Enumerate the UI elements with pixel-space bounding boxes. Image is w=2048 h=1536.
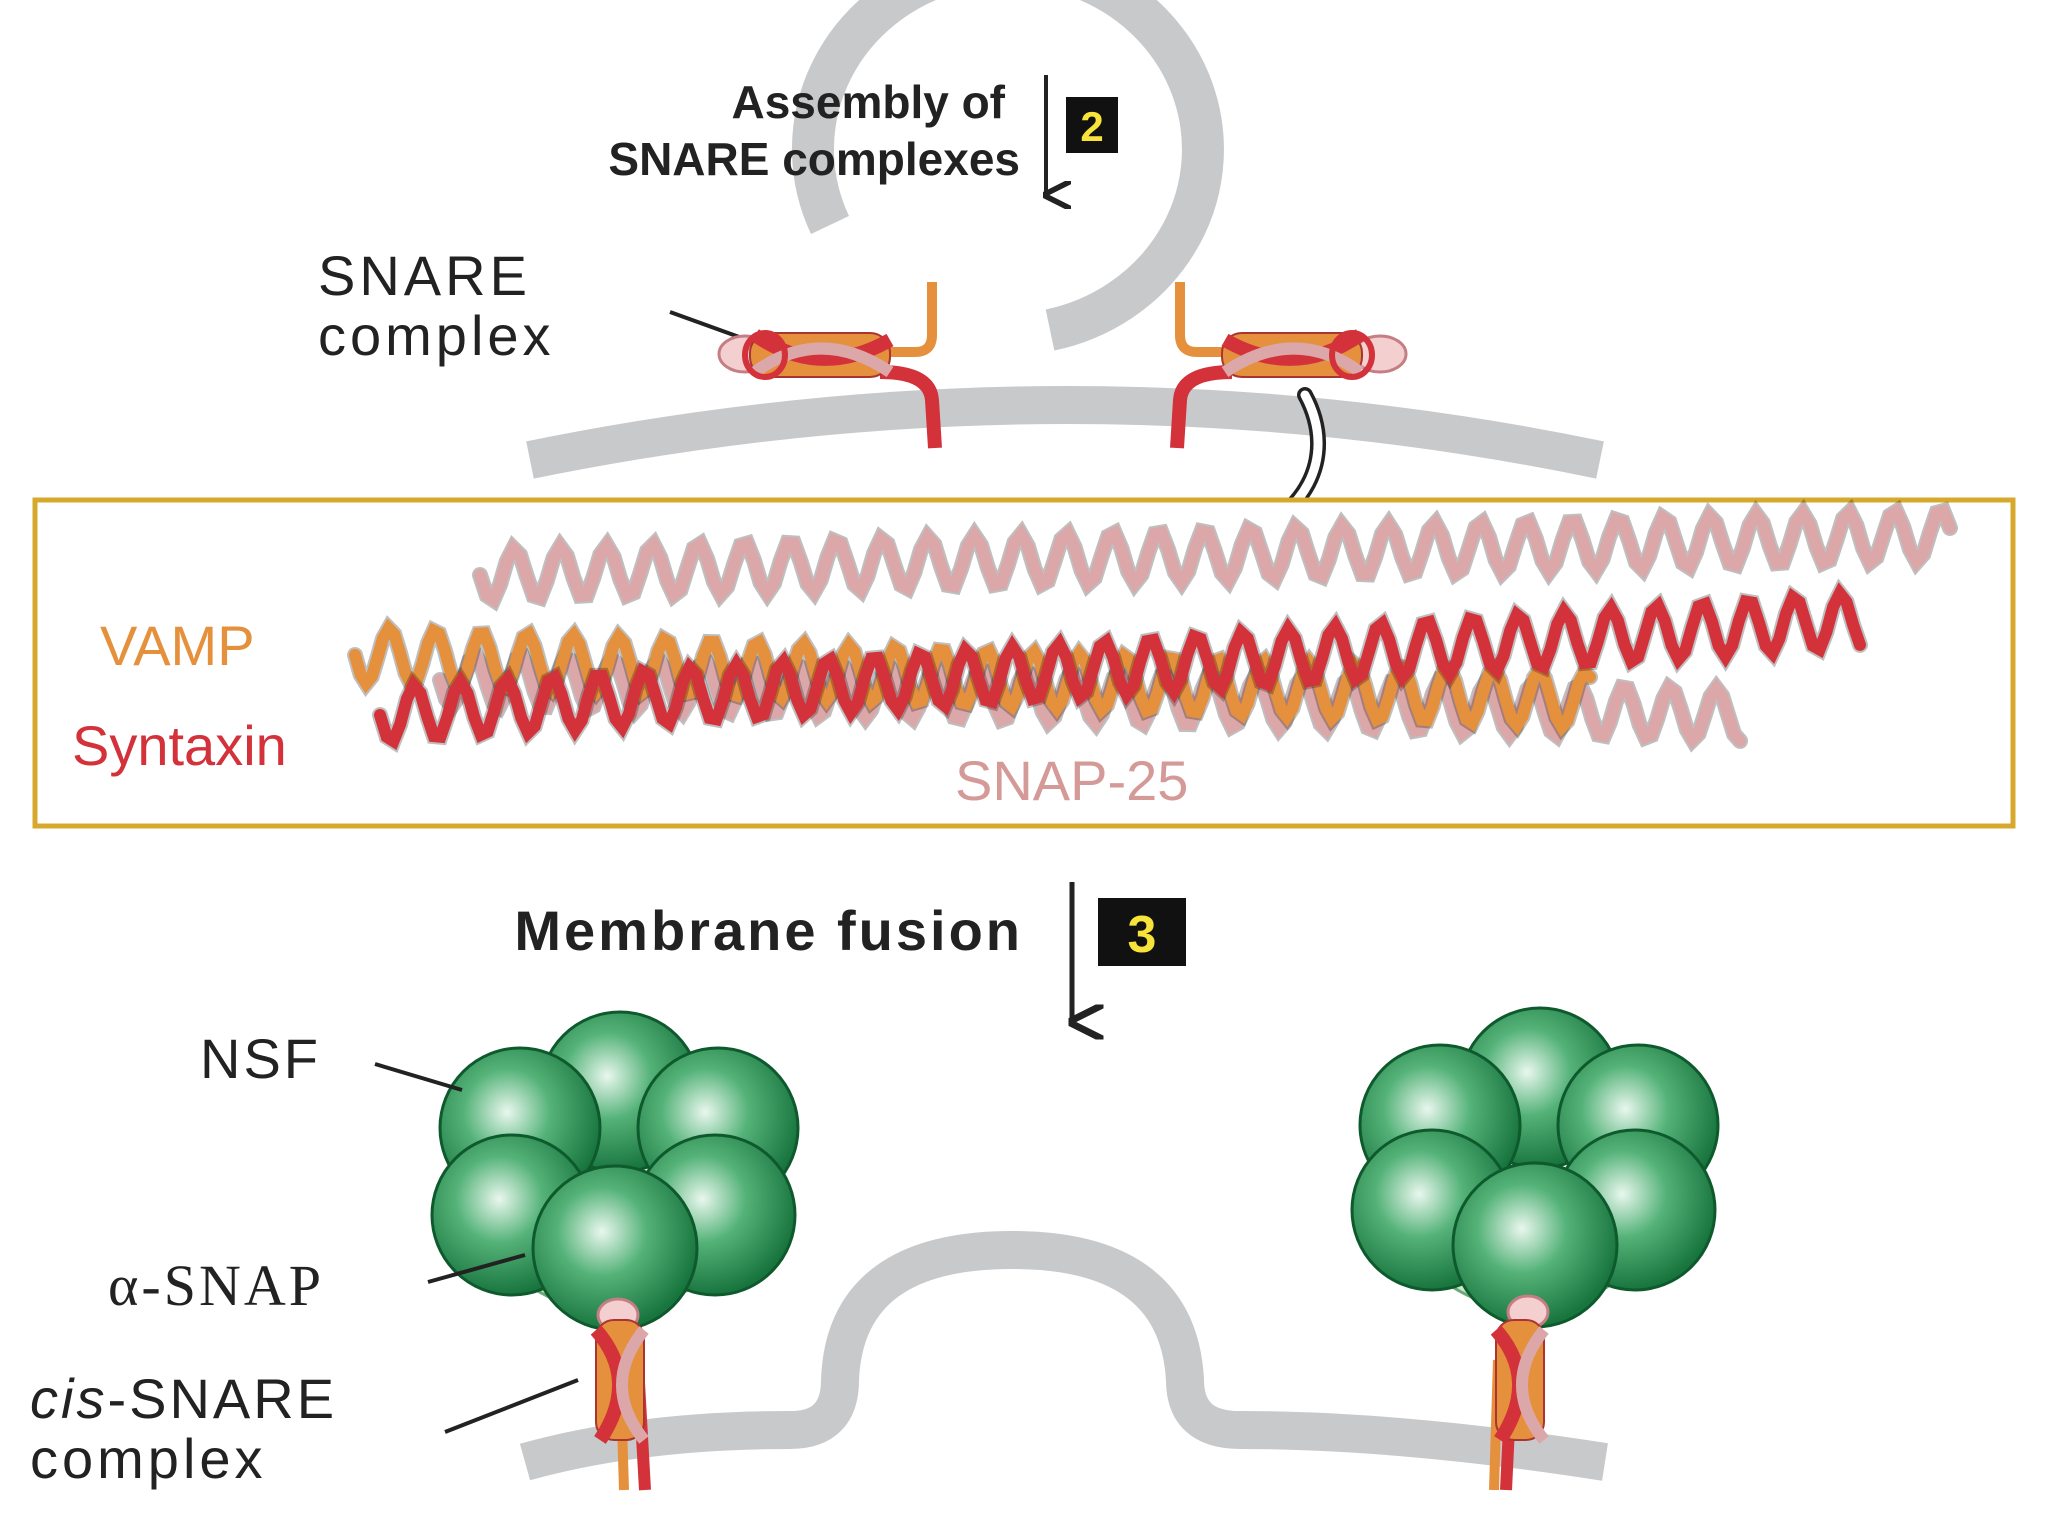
- snap25-label: SNAP-25: [955, 749, 1188, 812]
- step-2-title-line2: SNARE complexes: [608, 133, 1020, 185]
- alpha-snap-label: α-SNAP: [108, 1253, 324, 1318]
- right-nsf-complex: [1350, 1006, 1720, 1491]
- step-2-number: 2: [1080, 103, 1103, 150]
- cis-snare-leader: [444, 1378, 579, 1434]
- step-3-title: Membrane fusion: [514, 899, 1023, 962]
- snare-complex-line1: SNARE: [318, 244, 531, 307]
- right-snare-complex-icon: [1170, 282, 1408, 449]
- vesicle-membrane: [791, 0, 1224, 351]
- step-3-annotation: Membrane fusion 3: [514, 882, 1186, 1022]
- step-2-title-line1: Assembly of: [731, 76, 1005, 128]
- syntaxin-helix: [374, 582, 1866, 751]
- vamp-label: VAMP: [100, 614, 255, 677]
- step-2-annotation: Assembly of SNARE complexes 2: [608, 75, 1118, 195]
- cis-suffix: -SNARE: [107, 1367, 337, 1430]
- cis-snare-label: cis-SNARE: [30, 1367, 337, 1430]
- vamp-helix: [349, 618, 1596, 737]
- snare-structure-box: VAMP Syntaxin SNAP-25: [32, 497, 2016, 829]
- left-nsf-complex: [430, 1010, 800, 1491]
- cis-snare-line2: complex: [30, 1427, 267, 1490]
- bottom-labels: NSF α-SNAP cis-SNARE complex: [30, 1027, 579, 1490]
- target-membrane-top: [526, 386, 1604, 479]
- right-cis-snare-icon: [1489, 1294, 1550, 1491]
- cis-prefix: cis: [30, 1367, 107, 1430]
- snare-complex-label: SNARE complex: [318, 244, 743, 367]
- left-snare-complex-icon: [717, 282, 942, 449]
- top-membranes: [526, 0, 1604, 479]
- fused-membrane: [519, 1230, 1608, 1481]
- alpha-snap-leader: [427, 1253, 526, 1284]
- step-3-number: 3: [1128, 906, 1157, 964]
- step-3-badge: [1098, 898, 1186, 966]
- snap25-helix-top: [474, 502, 1956, 609]
- step-2-badge: [1066, 97, 1118, 153]
- syntaxin-label: Syntaxin: [72, 714, 287, 777]
- helix-ribbons: [347, 498, 1958, 754]
- snare-complex-line2: complex: [318, 304, 555, 367]
- left-cis-snare-icon: [590, 1297, 651, 1491]
- snare-complex-leader: [669, 310, 743, 340]
- nsf-label: NSF: [200, 1027, 321, 1090]
- nsf-leader: [374, 1062, 463, 1092]
